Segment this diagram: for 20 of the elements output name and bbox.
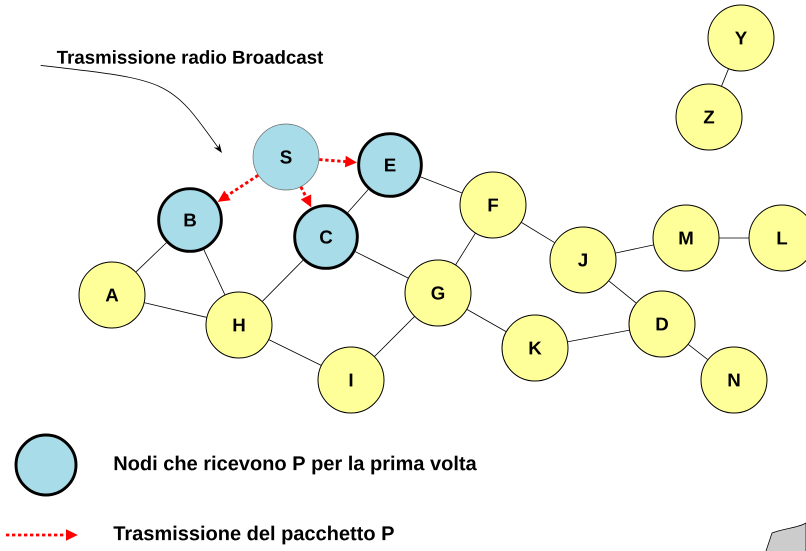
link-line	[136, 242, 167, 272]
link-line	[568, 330, 630, 342]
link-line	[615, 244, 654, 254]
link-line	[466, 309, 506, 332]
link-line	[688, 344, 708, 360]
link-line	[262, 260, 304, 302]
link-line	[374, 316, 415, 357]
link-line	[608, 280, 636, 304]
link-line	[420, 176, 462, 194]
link-line	[354, 251, 408, 278]
link-line	[144, 302, 207, 318]
link-line	[268, 339, 322, 366]
annotation-text: Trasmissione radio Broadcast	[56, 50, 324, 64]
legend-text: Nodi che ricevono P per la prima volta	[114, 456, 477, 474]
link-line	[521, 222, 555, 243]
link-line	[203, 249, 226, 296]
legend-text: Trasmissione del pacchetto P	[114, 526, 394, 544]
link-line	[455, 233, 476, 265]
link-line	[721, 68, 729, 86]
link-line	[347, 189, 369, 213]
